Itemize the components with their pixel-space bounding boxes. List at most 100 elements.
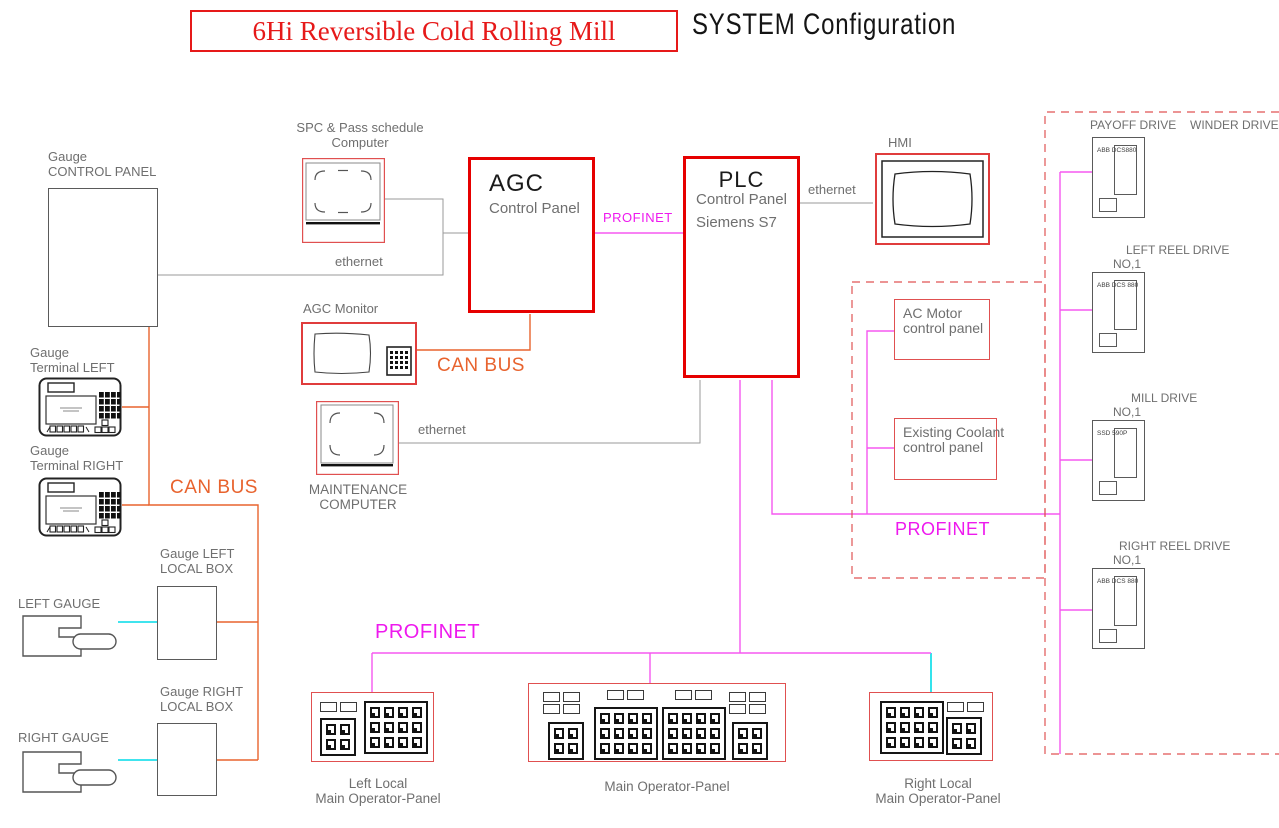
- push-button: [668, 743, 678, 754]
- mill-drive-label: MILL DRIVE: [1131, 391, 1198, 405]
- profinet-bottom-label: PROFINET: [375, 621, 481, 643]
- payoff-drive-chip: ABB DCS880: [1097, 147, 1137, 154]
- agc-subtitle: Control Panel: [489, 200, 580, 217]
- panel-lamp: [607, 690, 624, 700]
- panel-lamp: [543, 692, 560, 702]
- can-bus-agc-monitor: [417, 314, 531, 351]
- push-button: [642, 713, 652, 724]
- push-button: [710, 728, 720, 739]
- right-reel-drive-cabinet: ABB DCS 880: [1092, 568, 1145, 649]
- push-button: [642, 743, 652, 754]
- push-button: [326, 739, 336, 750]
- button-block-4x3: [662, 707, 726, 760]
- push-button: [886, 737, 896, 748]
- panel-lamp: [729, 692, 746, 702]
- gauge-left-local-box: [157, 586, 217, 660]
- drive-module: [1114, 280, 1137, 330]
- push-button: [554, 743, 564, 754]
- push-button: [900, 737, 910, 748]
- push-button: [614, 743, 624, 754]
- maintenance-computer-icon: [316, 401, 399, 475]
- push-button: [370, 707, 380, 718]
- mill-drive-no: NO,1: [1113, 405, 1142, 419]
- push-button: [952, 723, 962, 734]
- right-gauge-label: RIGHT GAUGE: [18, 730, 109, 745]
- push-button: [966, 738, 976, 749]
- push-button: [914, 737, 924, 748]
- left-gauge-label: LEFT GAUGE: [18, 596, 101, 611]
- button-block-4x3: [880, 701, 944, 754]
- push-button: [340, 724, 350, 735]
- push-button: [600, 713, 610, 724]
- push-button: [710, 743, 720, 754]
- can-bus-left-label: CAN BUS: [170, 477, 258, 498]
- left-reel-drive-no: NO,1: [1113, 257, 1142, 271]
- push-button: [682, 743, 692, 754]
- push-button: [752, 728, 762, 739]
- panel-lamp: [340, 702, 357, 712]
- push-button: [326, 724, 336, 735]
- push-button: [398, 707, 408, 718]
- left-reel-drive-cabinet: ABB DCS 880: [1092, 272, 1145, 353]
- profinet-right-label: PROFINET: [895, 519, 991, 539]
- hmi-icon: [875, 153, 990, 245]
- panel-lamp: [320, 702, 337, 712]
- can-bus-lines: [122, 314, 531, 761]
- push-button: [384, 722, 394, 733]
- push-button: [628, 713, 638, 724]
- push-button: [398, 722, 408, 733]
- push-button: [696, 728, 706, 739]
- profinet-lines: [371, 171, 1092, 754]
- hmi-label: HMI: [888, 135, 912, 150]
- push-button: [614, 713, 624, 724]
- push-button: [600, 728, 610, 739]
- button-block-2x2: [946, 717, 982, 755]
- push-button: [928, 707, 938, 718]
- push-button: [568, 728, 578, 739]
- push-button: [952, 738, 962, 749]
- button-block-4x3: [594, 707, 658, 760]
- push-button: [928, 722, 938, 733]
- push-button: [370, 737, 380, 748]
- left-gauge-icon: [22, 615, 117, 657]
- drive-switch: [1099, 481, 1117, 495]
- push-button: [614, 728, 624, 739]
- push-button: [710, 713, 720, 724]
- button-block-2x2: [732, 722, 768, 760]
- push-button: [682, 728, 692, 739]
- push-button: [914, 722, 924, 733]
- mill-drive-cabinet: SSD 590P: [1092, 420, 1145, 501]
- drive-module: [1114, 428, 1137, 478]
- title-box: 6Hi Reversible Cold Rolling Mill: [190, 10, 678, 52]
- plc-detail: Siemens S7: [696, 214, 777, 231]
- title-product: 6Hi Reversible Cold Rolling Mill: [252, 15, 616, 46]
- panel-lamp: [729, 704, 746, 714]
- push-button: [600, 743, 610, 754]
- panel-lamp: [563, 692, 580, 702]
- can-bus-trunk: [148, 327, 259, 760]
- push-button: [914, 707, 924, 718]
- button-block-2x2: [320, 718, 356, 756]
- profinet-right-bus: [771, 380, 1060, 515]
- main-operator-panel: [528, 683, 786, 762]
- push-button: [886, 722, 896, 733]
- push-button: [398, 737, 408, 748]
- push-button: [696, 743, 706, 754]
- left-reel-drive-chip: ABB DCS 880: [1097, 282, 1139, 289]
- push-button: [628, 728, 638, 739]
- ethernet-line-gauge-spc: [158, 198, 444, 276]
- left-local-operator-panel: [311, 692, 434, 762]
- dashed-zones: [851, 111, 1279, 755]
- ethernet-maintenance-label: ethernet: [418, 422, 466, 437]
- panel-lamp: [563, 704, 580, 714]
- gauge-right-local-box: [157, 723, 217, 796]
